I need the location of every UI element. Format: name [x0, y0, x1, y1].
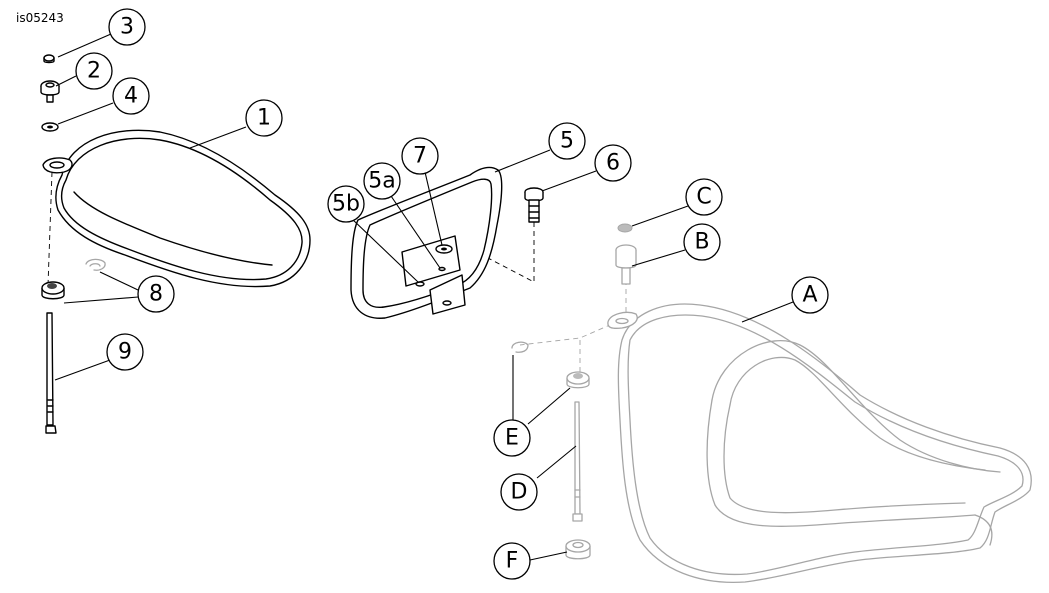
leader-5b: [350, 217, 419, 283]
callout-5b: 5b: [327, 185, 365, 223]
svg-text:E: E: [505, 426, 519, 451]
callout-3: 3: [108, 8, 146, 46]
callout-B: B: [683, 223, 721, 261]
leader-D: [536, 445, 577, 479]
svg-text:1: 1: [257, 106, 271, 131]
callout-5: 5: [548, 122, 586, 160]
leader-2: [55, 75, 77, 87]
leader-6: [541, 170, 597, 192]
washer-part-7: [435, 244, 453, 254]
figure-id-label: is05243: [16, 11, 64, 25]
bolt-part-6: [524, 187, 544, 223]
callout-7: 7: [401, 137, 439, 175]
nut-part-F: [565, 539, 591, 560]
knob-part-B: [615, 244, 637, 285]
leader-C: [631, 205, 689, 227]
callout-2: 2: [75, 52, 113, 90]
nut-clip-part-E: [511, 341, 590, 389]
svg-text:A: A: [802, 283, 817, 308]
svg-text:2: 2: [87, 59, 101, 84]
callout-8: 8: [137, 275, 175, 313]
callout-D: D: [500, 473, 538, 511]
svg-text:B: B: [694, 230, 709, 255]
leader-5a: [390, 195, 441, 269]
leader-3: [57, 33, 112, 58]
long-bolt-part-9: [45, 312, 57, 434]
svg-text:9: 9: [118, 340, 132, 365]
svg-text:C: C: [696, 185, 711, 210]
callout-A: A: [791, 276, 829, 314]
leader-5: [494, 149, 551, 173]
nut-clip-part-8: [41, 258, 106, 300]
leader-A: [741, 301, 794, 323]
leader-7: [424, 171, 443, 246]
removed-seat-part-A: [607, 303, 1032, 584]
callout-C: C: [685, 178, 723, 216]
svg-text:D: D: [511, 480, 528, 505]
cap-part-C: [617, 223, 633, 233]
mounting-frame-part-5: [350, 166, 503, 319]
svg-text:7: 7: [413, 144, 427, 169]
solo-seat-part-1: [42, 129, 311, 288]
assembly-lines: [47, 171, 627, 372]
callout-6: 6: [594, 144, 632, 182]
svg-text:4: 4: [124, 84, 138, 109]
cap-part-3: [43, 54, 55, 64]
callout-5a: 5a: [363, 162, 401, 200]
washer-part-4: [41, 122, 59, 132]
leader-E: [512, 355, 571, 425]
callout-E: E: [493, 419, 531, 457]
svg-text:6: 6: [606, 151, 620, 176]
long-bolt-part-D: [572, 401, 583, 522]
svg-text:5a: 5a: [368, 169, 395, 194]
leader-4: [57, 102, 114, 125]
callout-1: 1: [245, 99, 283, 137]
leader-9: [54, 359, 111, 381]
svg-text:3: 3: [120, 15, 134, 40]
knob-part-2: [40, 80, 60, 103]
svg-text:5: 5: [560, 129, 574, 154]
leader-lines: [54, 33, 794, 561]
svg-text:5b: 5b: [332, 192, 360, 217]
svg-text:8: 8: [149, 282, 163, 307]
leader-8: [63, 271, 139, 304]
leader-1: [189, 126, 247, 149]
leader-B: [631, 249, 686, 267]
callout-F: F: [493, 542, 531, 580]
callout-4: 4: [112, 77, 150, 115]
leader-F: [529, 551, 568, 561]
svg-text:F: F: [506, 549, 519, 574]
callout-9: 9: [106, 333, 144, 371]
